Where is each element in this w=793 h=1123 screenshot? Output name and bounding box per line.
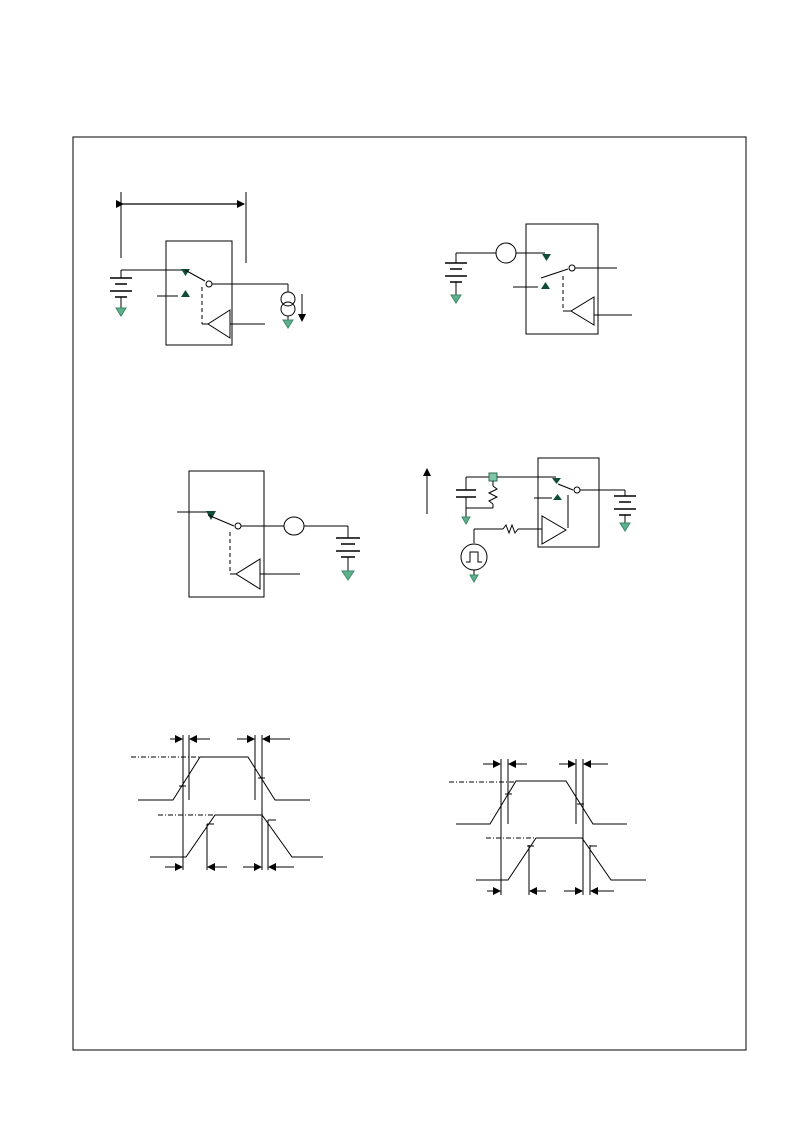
switch-blade: [184, 269, 206, 282]
ic-package-box: [537, 457, 600, 548]
ammeter-circle: [283, 516, 305, 536]
series-resistor: [502, 523, 519, 535]
switch-blade: [540, 268, 569, 279]
input-waveform: [138, 756, 310, 801]
pin-arrow-up: [553, 494, 562, 500]
input-waveform: [456, 780, 627, 825]
ic-package-box: [165, 240, 233, 346]
page-frame: [72, 136, 747, 1051]
resistor: [487, 485, 499, 505]
off-leakage-test-circuit: [445, 223, 632, 335]
on-leakage-test-circuit: [177, 470, 360, 598]
pin-arrow-down: [552, 478, 561, 484]
current-source-upper: [280, 291, 296, 307]
pulse-glyph: [466, 551, 482, 563]
ground-icon: [341, 570, 355, 581]
switch-contact: [573, 486, 581, 494]
driver-buffer: [207, 309, 231, 339]
on-resistance-test-circuit: [110, 192, 306, 346]
switch-contact: [234, 522, 242, 530]
ground-icon: [619, 522, 631, 532]
output-waveform: [150, 814, 323, 858]
charge-injection-test-circuit: [423, 457, 636, 584]
pulse-source: [460, 543, 488, 571]
ic-package-box: [525, 223, 599, 335]
node-marker: [488, 472, 498, 482]
pin-arrow-up: [541, 282, 550, 289]
ground-icon: [461, 516, 471, 526]
driver-buffer: [541, 515, 567, 545]
switch-blade: [207, 514, 235, 527]
switch-contact: [568, 264, 576, 272]
ground-icon: [450, 294, 462, 304]
ammeter-circle: [495, 242, 517, 264]
ground-icon: [469, 574, 479, 584]
switch-blade: [557, 483, 574, 491]
ic-package-box: [188, 470, 265, 598]
ground-icon: [115, 307, 127, 317]
driver-buffer: [570, 296, 595, 326]
pin-arrow-up: [181, 290, 190, 297]
ground-icon: [282, 319, 294, 329]
output-waveform: [476, 837, 646, 881]
pin-arrow-down: [206, 511, 216, 520]
switch-contact: [205, 280, 213, 288]
timing-waveform-right: [449, 759, 646, 895]
pin-arrow-down: [542, 254, 551, 261]
pin-arrow-down: [181, 269, 190, 276]
current-source-lower: [280, 301, 296, 317]
driver-buffer: [235, 558, 261, 590]
timing-waveform-left: [131, 735, 323, 871]
